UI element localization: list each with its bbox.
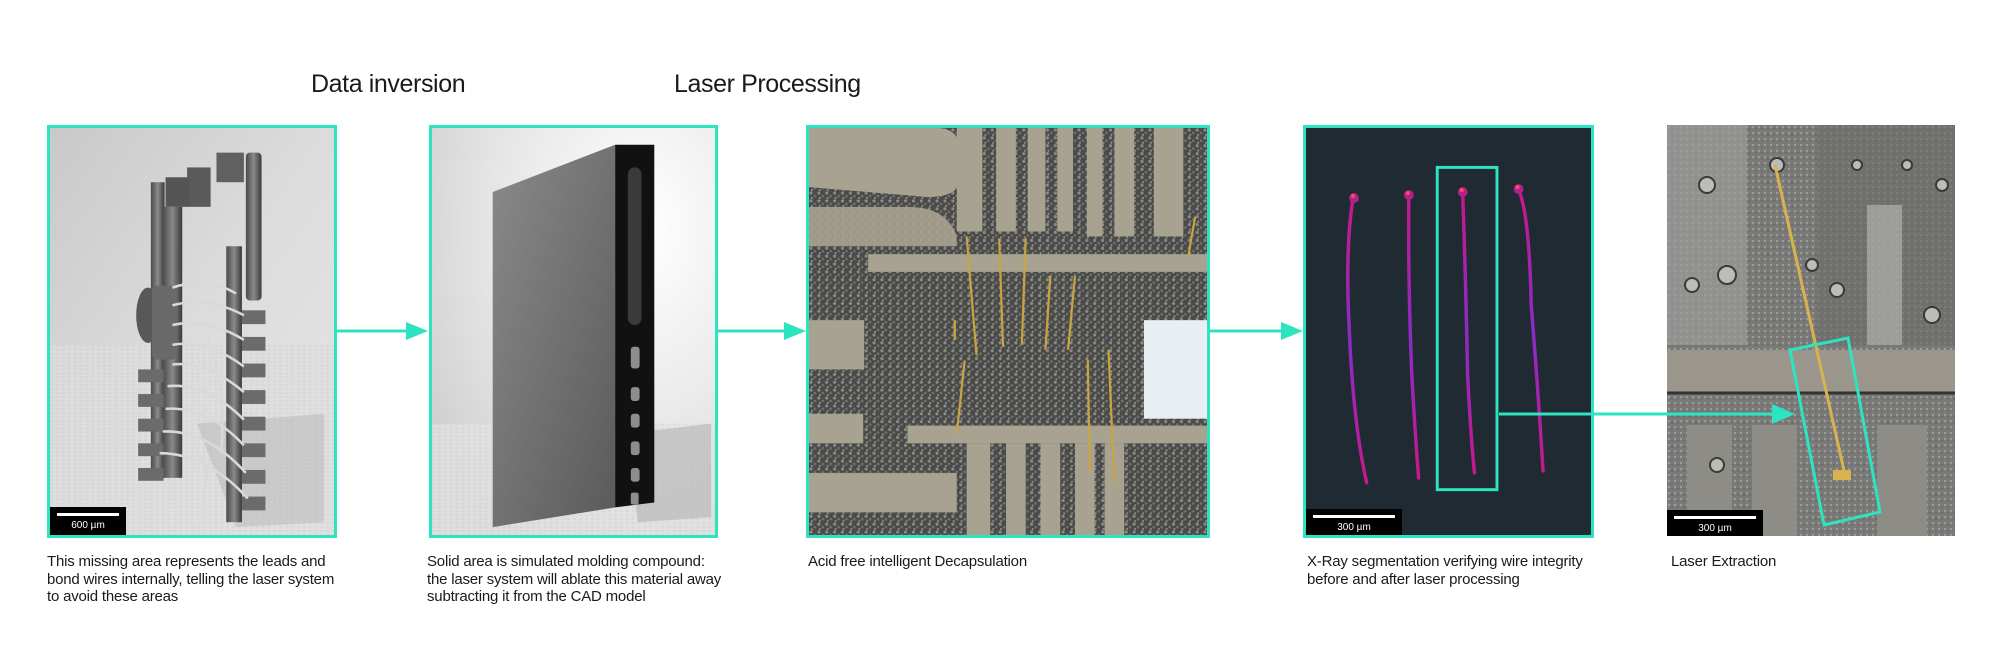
scale-bar: 300 µm: [1306, 509, 1402, 535]
decap-micrograph-image: [809, 128, 1207, 535]
xray-highlight-box: [1435, 165, 1499, 492]
panel-cad-leadframe: 600 µm: [47, 125, 337, 538]
scale-bar-line: [1313, 515, 1395, 518]
caption-xray-segmentation: X-Ray segmentation verifying wire integr…: [1307, 553, 1583, 588]
panel-decap-photo: [806, 125, 1210, 538]
arrow-head-icon: [406, 322, 428, 340]
caption-cad-molding: Solid area is simulated molding compound…: [427, 553, 722, 605]
scale-bar: 300 µm: [1667, 510, 1763, 536]
extraction-highlight-box: [1788, 336, 1882, 527]
scale-bar-label: 300 µm: [1698, 523, 1732, 534]
caption-laser-extraction: Laser Extraction: [1671, 553, 1777, 570]
molding-render-image: [432, 128, 715, 535]
scale-bar-line: [1674, 516, 1756, 519]
caption-decap-photo: Acid free intelligent Decapsulation: [808, 553, 1027, 570]
panel-cad-molding: [429, 125, 718, 538]
scale-bar-line: [57, 513, 119, 516]
heading-laser-processing: Laser Processing: [674, 70, 861, 98]
xray-segmentation-image: [1306, 128, 1591, 535]
arrow-head-icon: [1281, 322, 1303, 340]
heading-data-inversion: Data inversion: [311, 70, 466, 98]
arrow-head-icon: [784, 322, 806, 340]
scale-bar-label: 300 µm: [1337, 522, 1371, 533]
panel-laser-extraction: 300 µm: [1667, 125, 1955, 536]
leadframe-render-image: [50, 128, 334, 535]
panel-xray-segmentation: 300 µm: [1303, 125, 1594, 538]
scale-bar: 600 µm: [50, 507, 126, 535]
scale-bar-label: 600 µm: [71, 520, 105, 531]
caption-cad-leadframe: This missing area represents the leads a…: [47, 553, 335, 605]
laser-extraction-micrograph-image: [1667, 125, 1955, 536]
